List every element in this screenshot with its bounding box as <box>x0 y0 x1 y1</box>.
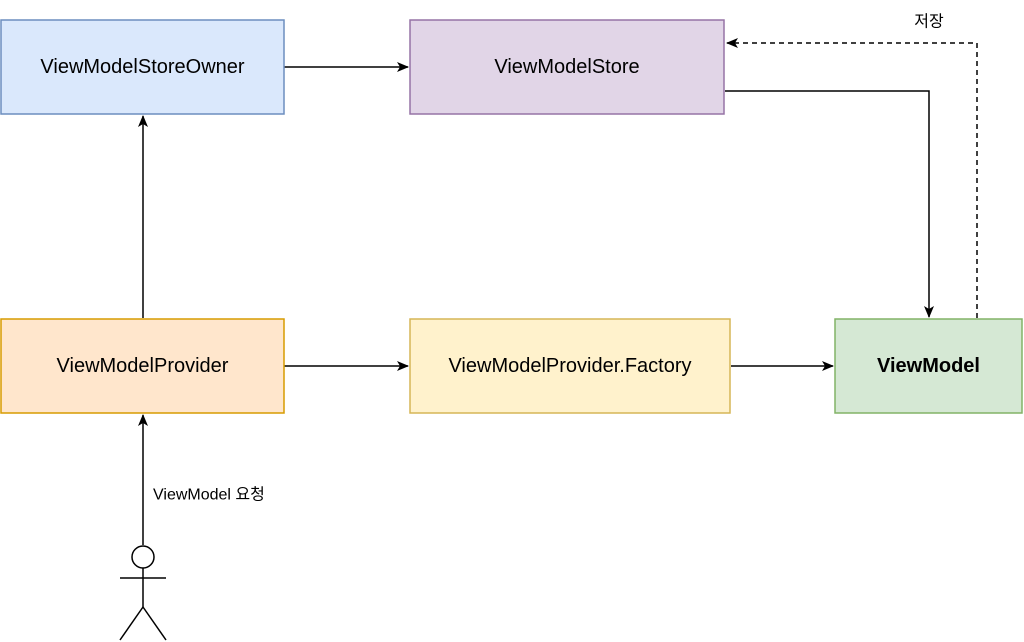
node-view-model-store[interactable]: ViewModelStore <box>409 19 725 115</box>
node-view-model-provider[interactable]: ViewModelProvider <box>0 318 285 414</box>
node-box <box>0 19 285 115</box>
node-box <box>0 318 285 414</box>
node-view-model-store-owner[interactable]: ViewModelStoreOwner <box>0 19 285 115</box>
node-label: ViewModel <box>877 355 980 377</box>
edge-label-request: ViewModel 요청 <box>153 486 265 504</box>
node-view-model-provider-factory[interactable]: ViewModelProvider.Factory <box>409 318 731 414</box>
actor-left-leg <box>119 606 144 641</box>
node-label: ViewModelProvider <box>57 355 229 377</box>
actor-head <box>131 545 155 569</box>
node-label: ViewModelStoreOwner <box>40 56 245 78</box>
node-view-model[interactable]: ViewModel <box>834 318 1023 414</box>
edge-store-to-viewmodel <box>725 90 934 318</box>
edge-viewmodel-save-to-store <box>726 38 978 318</box>
node-label: ViewModelProvider.Factory <box>448 355 691 377</box>
actor-user-icon <box>119 545 167 641</box>
edge-label-save: 저장 <box>914 13 944 31</box>
actor-right-leg <box>142 606 167 641</box>
node-box <box>834 318 1023 414</box>
node-box <box>409 19 725 115</box>
node-label: ViewModelStore <box>494 56 639 78</box>
node-box <box>409 318 731 414</box>
edges <box>138 38 978 545</box>
